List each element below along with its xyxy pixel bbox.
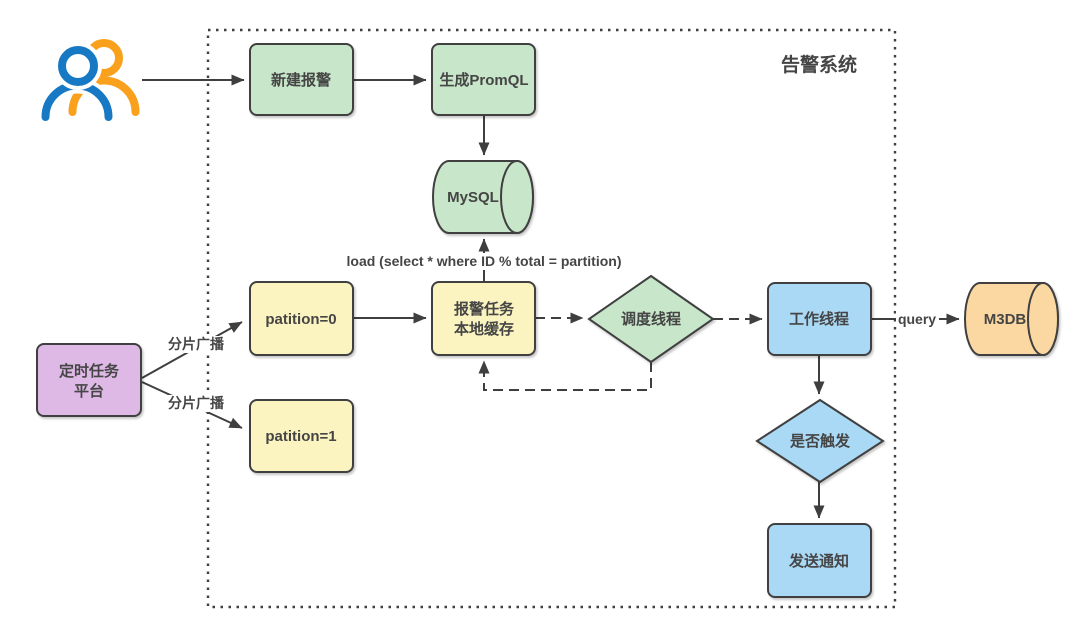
node-generate-promql-label: 生成PromQL	[439, 71, 528, 89]
node-mysql-cylinder	[432, 160, 534, 234]
edge-labels: load (select * where ID % total = partit…	[166, 253, 939, 412]
dashed-edges	[478, 312, 763, 391]
node-partition0	[249, 281, 354, 356]
node-task-cache-label-line2: 本地缓存	[454, 320, 514, 338]
node-generate-promql	[431, 43, 536, 116]
node-cron-platform-label-line1: 定时任务	[59, 362, 120, 380]
node-cron-platform	[36, 343, 142, 417]
users-icon-front-head	[58, 46, 98, 86]
users-icon	[37, 39, 140, 125]
m3db-cylinder-cap	[1027, 282, 1059, 356]
node-partition0-label: patition=0	[265, 311, 336, 328]
node-scheduler-thread-label: 调度线程	[621, 310, 681, 328]
node-m3db-cylinder	[964, 282, 1059, 356]
load-label-bg	[339, 253, 629, 270]
node-partition1	[249, 399, 354, 473]
node-create-alert	[249, 43, 354, 116]
shard-broadcast-1-bg	[166, 336, 226, 353]
node-task-cache	[431, 281, 536, 356]
node-mysql-label: MySQL	[447, 189, 499, 206]
node-send-notification	[767, 523, 872, 598]
edge-scheduler-feedback-to-cache	[478, 360, 652, 391]
users-icon-back-body	[68, 76, 140, 116]
query-label-bg	[896, 311, 939, 327]
node-create-alert-label: 新建报警	[271, 71, 331, 89]
mysql-cylinder-cap	[500, 160, 534, 234]
load-query-label: load (select * where ID % total = partit…	[347, 253, 622, 269]
node-trigger-check	[755, 398, 885, 484]
node-partition1-label: patition=1	[265, 428, 336, 445]
system-title: 告警系统	[781, 53, 857, 76]
node-worker-thread	[767, 282, 872, 356]
node-worker-thread-label: 工作线程	[789, 310, 849, 328]
shard-broadcast-2-bg	[166, 395, 226, 412]
node-m3db-label: M3DB	[984, 311, 1027, 328]
shard-broadcast-1-label: 分片广播	[168, 336, 225, 352]
node-cron-platform-label-line2: 平台	[74, 382, 104, 400]
node-trigger-check-label: 是否触发	[789, 432, 851, 450]
node-scheduler-thread	[587, 274, 715, 364]
query-label: query	[898, 311, 936, 327]
nodes: 新建报警 生成PromQL MySQL patition=0 patition=…	[36, 43, 1059, 598]
shard-broadcast-2-label: 分片广播	[168, 395, 225, 411]
node-task-cache-label-line1: 报警任务	[454, 300, 515, 318]
node-send-notification-label: 发送通知	[788, 552, 849, 570]
